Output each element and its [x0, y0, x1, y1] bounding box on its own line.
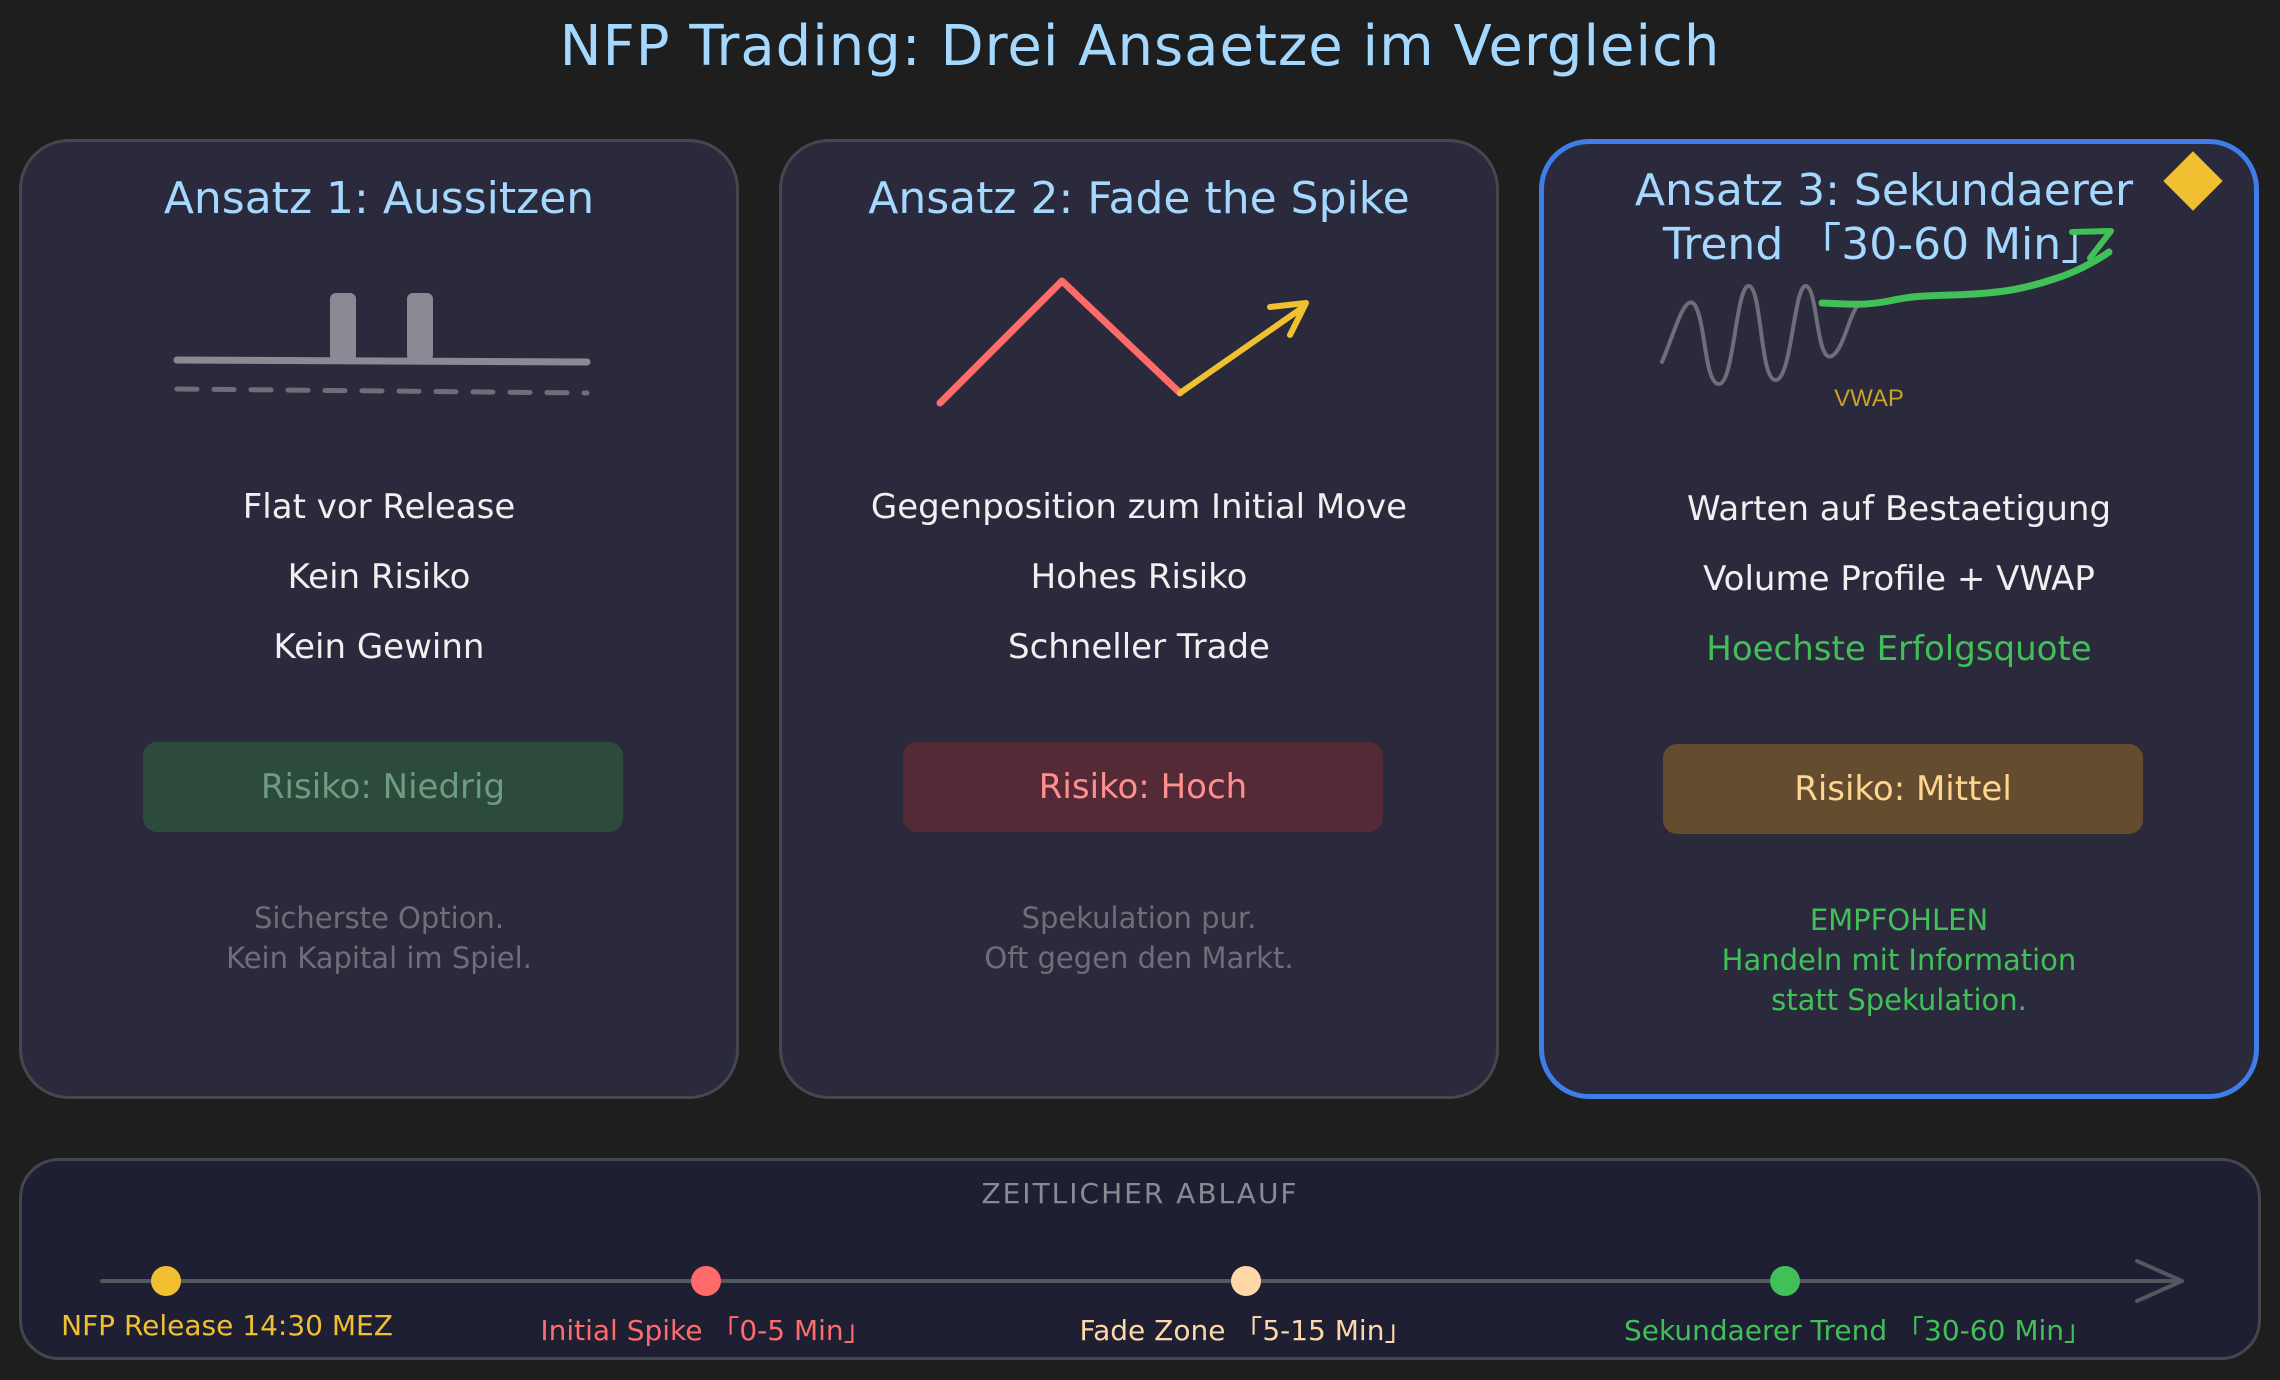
fade-spike-icon	[936, 277, 1309, 407]
card-line: Kein Gewinn	[273, 627, 485, 667]
card-line: Hohes Risiko	[1030, 557, 1248, 597]
risk-badge-high: Risiko: Hoch	[903, 742, 1383, 832]
risk-badge-low: Risiko: Niedrig	[143, 742, 623, 832]
timeline-label-release: NFP Release 14:30 MEZ	[61, 1309, 393, 1342]
approach-card-3-recommended: Ansatz 3: Sekundaerer Trend 「30-60 Min」 …	[1539, 139, 2259, 1099]
timeline-label-fade: Fade Zone 「5-15 Min」	[1079, 1314, 1413, 1347]
card-title: Ansatz 3: Sekundaerer Trend 「30-60 Min」	[1604, 164, 2164, 272]
timeline-dot-spike	[691, 1266, 721, 1296]
timeline-label-trend: Sekundaerer Trend 「30-60 Min」	[1623, 1314, 2093, 1347]
card-title-line: Ansatz 3: Sekundaerer	[1634, 165, 2134, 216]
card-title: Ansatz 1: Aussitzen	[163, 173, 595, 224]
card-line: Flat vor Release	[242, 487, 516, 527]
note-line: Handeln mit Information	[1721, 943, 2077, 977]
approach-card-2: Ansatz 2: Fade the Spike Gegenposition z…	[779, 139, 1499, 1099]
card-line: Kein Risiko	[287, 557, 471, 597]
timeline-dot-trend	[1770, 1266, 1800, 1296]
card-line-highlight: Hoechste Erfolgsquote	[1706, 629, 2092, 669]
timeline-label-spike: Initial Spike 「0-5 Min」	[540, 1314, 872, 1347]
secondary-trend-icon: VWAP	[1660, 228, 2114, 412]
note-line: EMPFOHLEN	[1809, 903, 1989, 937]
card-line: Volume Profile + VWAP	[1703, 559, 2095, 599]
timeline-dot-fade	[1231, 1266, 1261, 1296]
flat-position-icon	[173, 293, 591, 396]
card-title-line: Trend 「30-60 Min」	[1662, 219, 2106, 270]
timeline-dot-release	[151, 1266, 181, 1296]
timeline-panel: ZEITLICHER ABLAUF NFP Release 14:30 MEZ …	[19, 1158, 2261, 1360]
card-note: Sicherste Option. Kein Kapital im Spiel.	[22, 898, 736, 978]
card-title: Ansatz 2: Fade the Spike	[868, 173, 1410, 224]
card-line: Gegenposition zum Initial Move	[870, 487, 1408, 527]
timeline-arrow-icon	[2135, 1259, 2184, 1303]
note-line: statt Spekulation.	[1771, 983, 2027, 1017]
note-line: Sicherste Option.	[253, 901, 505, 935]
risk-badge-medium: Risiko: Mittel	[1663, 744, 2143, 834]
vwap-label: VWAP	[1834, 385, 1904, 412]
note-line: Oft gegen den Markt.	[984, 941, 1294, 975]
card-line: Schneller Trade	[1008, 627, 1270, 667]
timeline-axis	[100, 1259, 2184, 1303]
note-line: Spekulation pur.	[1021, 901, 1257, 935]
page-title: NFP Trading: Drei Ansaetze im Vergleich	[559, 14, 1721, 79]
card-note-recommended: EMPFOHLEN Handeln mit Information statt …	[1544, 900, 2254, 1020]
card-line: Warten auf Bestaetigung	[1686, 489, 2112, 529]
note-line: Kein Kapital im Spiel.	[226, 941, 532, 975]
approach-card-1: Ansatz 1: Aussitzen Flat vor Release Kei…	[19, 139, 739, 1099]
timeline-title: ZEITLICHER ABLAUF	[981, 1177, 1299, 1210]
card-note: Spekulation pur. Oft gegen den Markt.	[782, 898, 1496, 978]
